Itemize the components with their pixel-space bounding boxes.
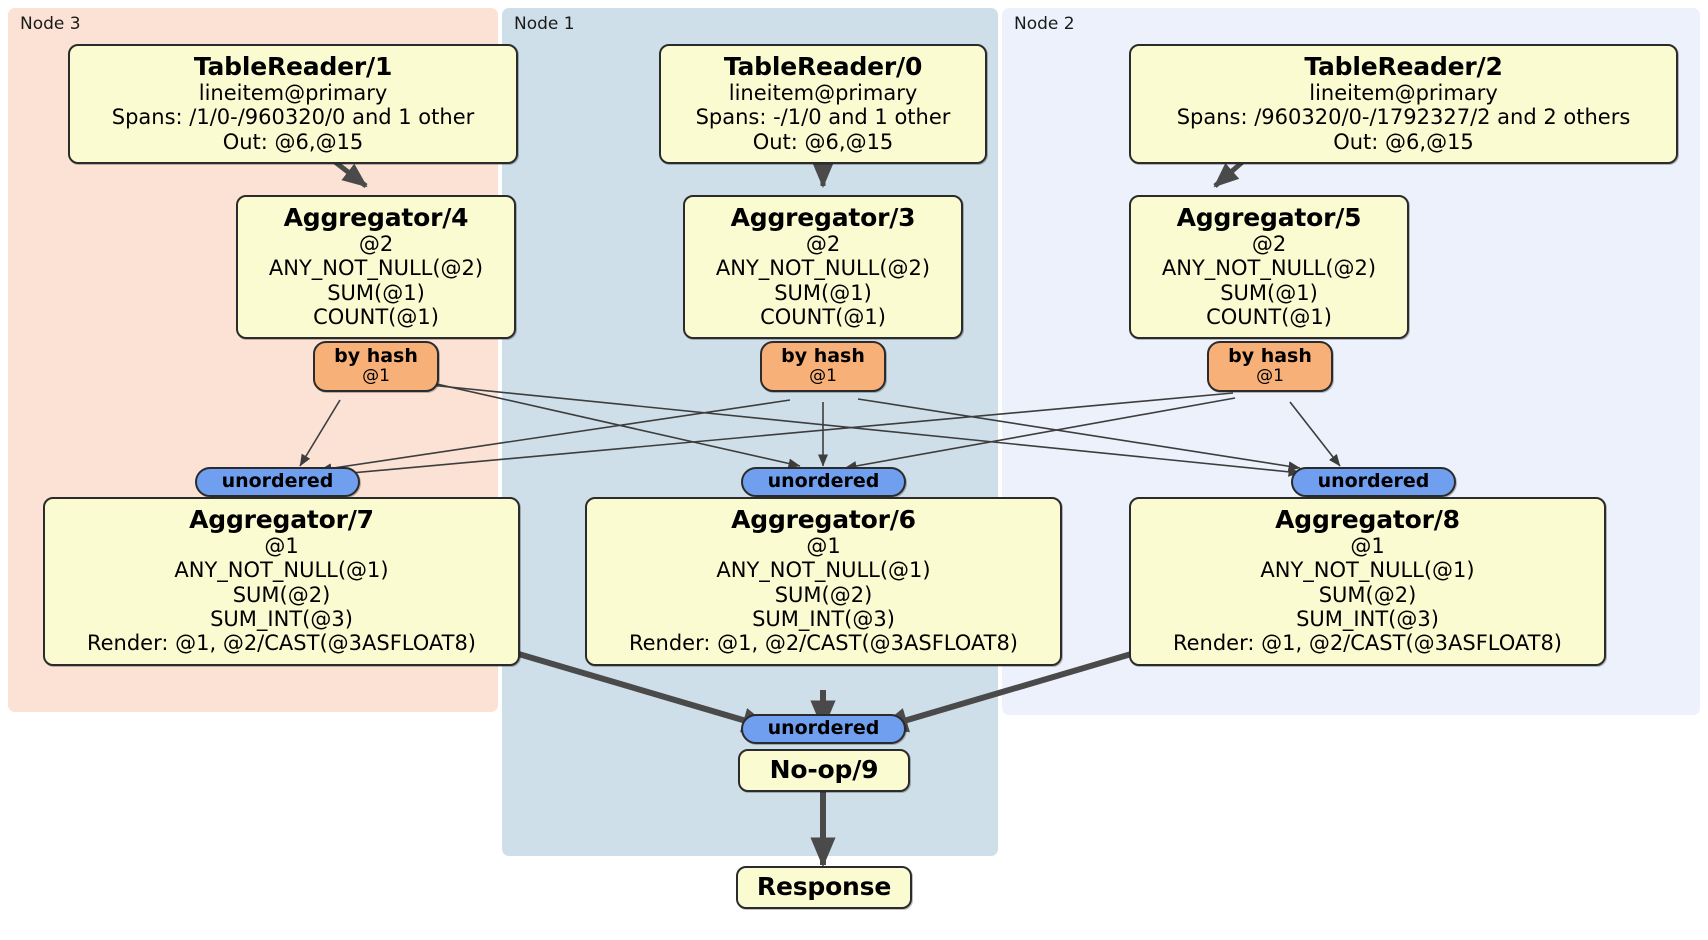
node-panel-label-node3: Node 3 [20,14,81,34]
processor-line: lineitem@primary [728,81,918,105]
processor-aggregator-5[interactable]: Aggregator/5 @2 ANY_NOT_NULL(@2) SUM(@1)… [1129,195,1409,340]
processor-line: SUM(@2) [1318,582,1417,607]
processor-line: ANY_NOT_NULL(@1) [716,558,931,583]
processor-line: COUNT(@1) [313,305,439,330]
hash-router-label: by hash [334,345,418,367]
processor-title: TableReader/0 [723,52,923,81]
processor-line: Spans: /960320/0-/1792327/2 and 2 others [1176,105,1631,130]
processor-title: TableReader/1 [193,52,393,81]
processor-line: @1 [264,534,299,558]
processor-line: @2 [1251,232,1287,256]
processor-response[interactable]: Response [736,866,912,909]
processor-line: ANY_NOT_NULL(@1) [1260,558,1475,583]
processor-table-reader-0[interactable]: TableReader/0 lineitem@primary Spans: -/… [659,44,987,165]
processor-noop-9[interactable]: No-op/9 [738,749,910,792]
processor-line: @1 [806,534,841,558]
processor-line: SUM_INT(@3) [210,607,353,632]
synchronizer-unordered-right[interactable]: unordered [1291,467,1456,498]
hash-router-sublabel: @1 [362,366,390,387]
processor-line: Out: @6,@15 [1333,129,1474,154]
processor-line: SUM_INT(@3) [1296,607,1439,632]
processor-line: SUM(@1) [1220,280,1318,305]
processor-title: Aggregator/6 [731,505,916,534]
processor-aggregator-6[interactable]: Aggregator/6 @1 ANY_NOT_NULL(@1) SUM(@2)… [585,497,1062,666]
hash-router-sublabel: @1 [1256,366,1284,387]
hash-router-left[interactable]: by hash @1 [313,341,439,393]
node-panel-label-node1: Node 1 [514,14,575,34]
processor-title: Aggregator/4 [283,203,469,232]
processor-aggregator-7[interactable]: Aggregator/7 @1 ANY_NOT_NULL(@1) SUM(@2)… [43,497,520,666]
processor-title: Aggregator/7 [189,505,374,534]
processor-line: Out: @6,@15 [222,129,364,154]
hash-router-sublabel: @1 [809,366,837,387]
processor-table-reader-1[interactable]: TableReader/1 lineitem@primary Spans: /1… [68,44,518,165]
hash-router-label: by hash [781,345,865,367]
processor-title: TableReader/2 [1304,52,1503,81]
processor-aggregator-4[interactable]: Aggregator/4 @2 ANY_NOT_NULL(@2) SUM(@1)… [236,195,516,340]
node-panel-label-node2: Node 2 [1014,14,1075,34]
processor-line: Render: @1, @2/CAST(@3ASFLOAT8) [1172,631,1563,656]
processor-line: @2 [358,232,394,256]
processor-line: ANY_NOT_NULL(@2) [715,256,931,281]
processor-line: ANY_NOT_NULL(@2) [1161,256,1377,281]
processor-line: Spans: -/1/0 and 1 other [695,105,951,130]
synchronizer-label: unordered [221,470,334,492]
processor-line: lineitem@primary [1309,81,1498,105]
processor-line: Render: @1, @2/CAST(@3ASFLOAT8) [628,631,1019,656]
processor-line: ANY_NOT_NULL(@1) [174,558,389,583]
processor-title: Aggregator/5 [1176,203,1362,232]
processor-line: Out: @6,@15 [752,129,894,154]
processor-line: ANY_NOT_NULL(@2) [268,256,484,281]
hash-router-right[interactable]: by hash @1 [1207,341,1333,393]
processor-line: @1 [1350,534,1385,558]
synchronizer-unordered-final[interactable]: unordered [741,714,906,745]
synchronizer-label: unordered [767,717,880,739]
processor-line: Spans: /1/0-/960320/0 and 1 other [111,105,475,130]
synchronizer-label: unordered [767,470,880,492]
processor-title: No-op/9 [769,755,879,784]
processor-line: SUM(@1) [774,280,872,305]
processor-aggregator-3[interactable]: Aggregator/3 @2 ANY_NOT_NULL(@2) SUM(@1)… [683,195,963,340]
processor-title: Response [756,872,892,901]
processor-title: Aggregator/3 [730,203,916,232]
processor-line: SUM(@2) [774,582,873,607]
processor-line: SUM_INT(@3) [752,607,895,632]
processor-line: @2 [805,232,841,256]
processor-table-reader-2[interactable]: TableReader/2 lineitem@primary Spans: /9… [1129,44,1678,165]
synchronizer-unordered-left[interactable]: unordered [195,467,360,498]
processor-line: SUM(@2) [232,582,331,607]
processor-line: lineitem@primary [198,81,388,105]
synchronizer-label: unordered [1317,470,1430,492]
processor-aggregator-8[interactable]: Aggregator/8 @1 ANY_NOT_NULL(@1) SUM(@2)… [1129,497,1606,666]
processor-line: Render: @1, @2/CAST(@3ASFLOAT8) [86,631,477,656]
processor-line: COUNT(@1) [1206,305,1332,330]
processor-title: Aggregator/8 [1275,505,1460,534]
synchronizer-unordered-center[interactable]: unordered [741,467,906,498]
processor-line: COUNT(@1) [760,305,886,330]
processor-line: SUM(@1) [327,280,425,305]
hash-router-center[interactable]: by hash @1 [760,341,886,393]
hash-router-label: by hash [1228,345,1312,367]
